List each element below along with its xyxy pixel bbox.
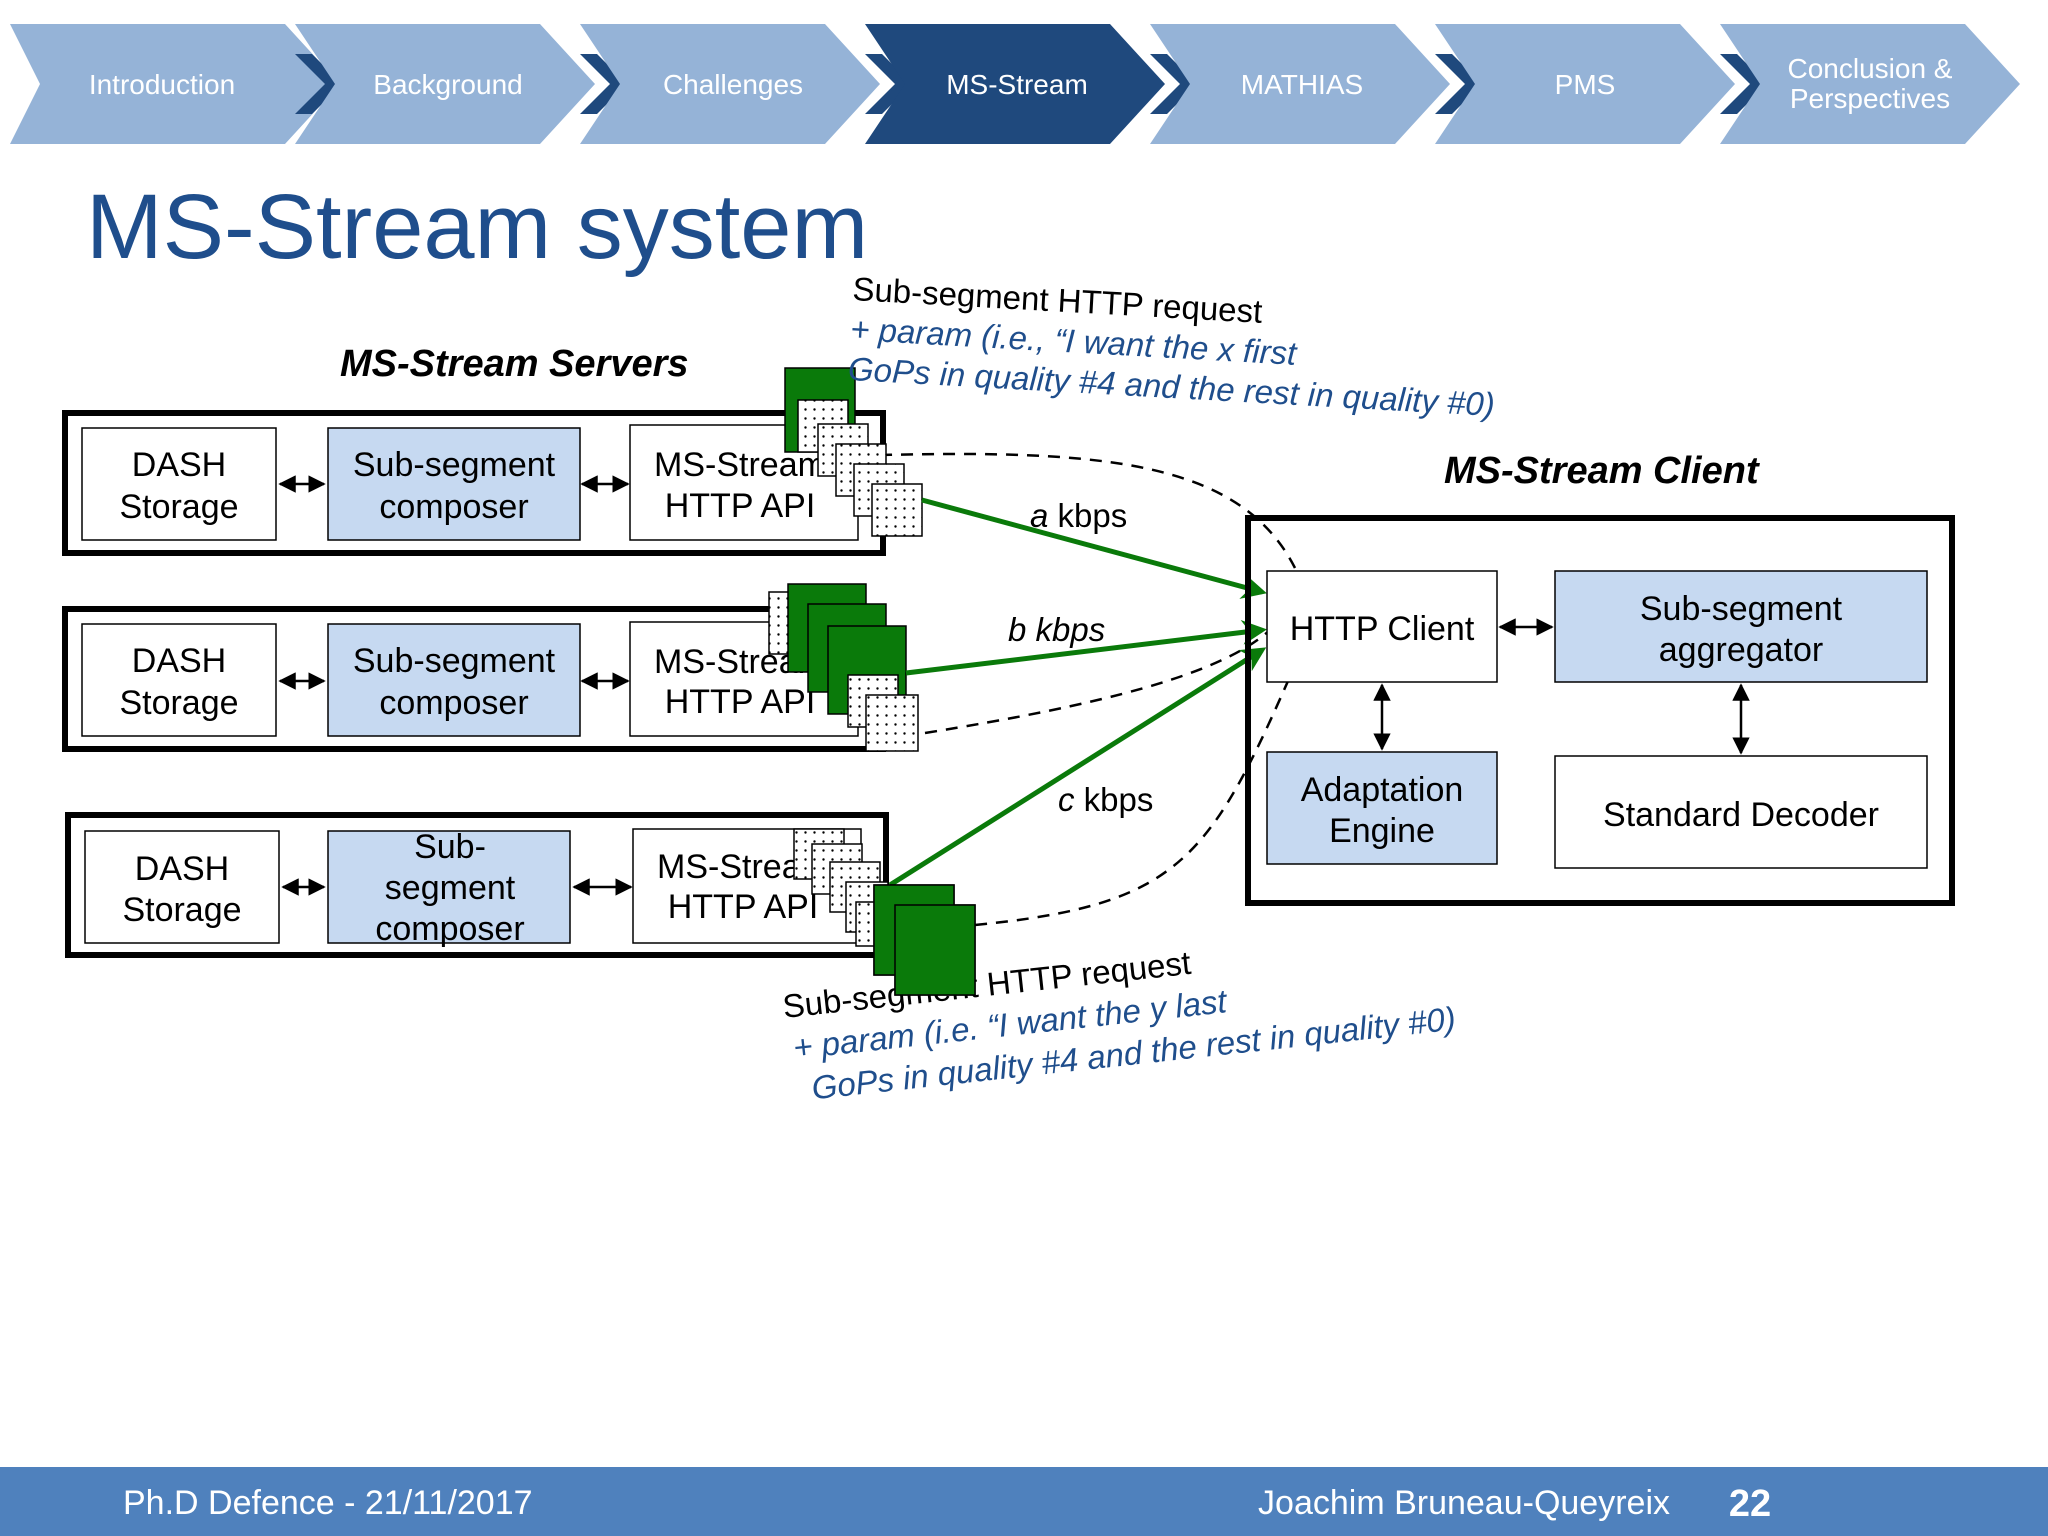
page-title: MS-Stream system [86,176,868,278]
adaptation-engine-label: Engine [1329,812,1435,850]
request-path-top [879,452,1297,569]
page-number: 22 [1729,1483,1771,1525]
nav-item-ms-stream[interactable]: MS-Stream [865,24,1165,144]
composer-box [327,623,581,737]
aggregator-label: aggregator [1659,631,1823,669]
http-client-box [1266,570,1498,683]
link-arrow-b [905,619,1267,676]
segment-green [894,904,976,996]
nav-item-background[interactable]: Background [295,24,595,144]
nav-chevron-icon [1435,54,1482,114]
dash-storage-box [81,427,277,541]
http-api-label: HTTP API [665,487,816,525]
http-api-label: HTTP API [668,888,819,926]
nav-label: Background [373,69,522,100]
nav-label: MATHIAS [1241,69,1363,100]
client: HTTP Client Sub-segment aggregator Adapt… [1245,515,1955,906]
server-2: DASH Storage Sub-segment composer MS-Str… [62,606,886,752]
http-api-label: HTTP API [665,683,816,721]
nav-label-line2: Perspectives [1790,83,1950,114]
nav-item-introduction[interactable]: Introduction [10,24,340,144]
dash-storage-label: Storage [119,684,238,722]
link-rate-a: a kbps [1030,497,1127,534]
nav-item-conclusion[interactable]: Conclusion & Perspectives [1720,24,2020,144]
adaptation-engine-label: Adaptation [1301,771,1464,809]
annotation-top: Sub-segment HTTP request + param (i.e., … [847,270,1496,423]
composer-label: Sub-segment [353,642,556,680]
section-nav-bar: Introduction Background Challenges MS-St… [10,24,2020,144]
request-path-bottom [974,664,1297,927]
nav-chevron-icon [865,54,912,114]
nav-label: Challenges [663,69,803,100]
adaptation-engine-box [1266,751,1498,865]
dash-storage-box [81,623,277,737]
nav-chevron-icon [295,54,342,114]
throughput-links: a kbps b kbps c kbps [888,497,1267,888]
nav-item-challenges[interactable]: Challenges [580,24,880,144]
composer-label: segment [385,869,516,907]
aggregator-box [1554,570,1928,683]
nav-chevron-icon [1720,54,1767,114]
segment-stack-2 [768,583,919,752]
composer-label: composer [379,488,528,526]
nav-chevron-icon [580,54,627,114]
dash-storage-label: DASH [132,446,226,484]
footer-bar [0,1467,2048,1536]
footer: Ph.D Defence - 21/11/2017 Joachim Brunea… [0,1467,2048,1536]
segment-dotted [871,483,923,537]
dash-storage-label: Storage [122,891,241,929]
nav-item-mathias[interactable]: MATHIAS [1150,24,1450,144]
request-paths [879,452,1297,927]
footer-author: Joachim Bruneau-Queyreix [1258,1484,1670,1522]
nav-label: Introduction [89,69,235,100]
servers-title: MS-Stream Servers [340,343,689,385]
client-title: MS-Stream Client [1444,450,1760,492]
server-3: DASH Storage Sub- segment composer MS-St… [65,812,889,958]
server-1: DASH Storage Sub-segment composer MS-Str… [62,410,886,556]
composer-label: Sub- [414,828,486,866]
http-client-label: HTTP Client [1290,610,1475,648]
dash-storage-label: DASH [132,642,226,680]
segment-stack-1 [784,367,923,537]
link-arrow-a [921,497,1267,599]
decoder-box [1554,755,1928,869]
dash-storage-box [84,830,280,944]
segment-stack-3 [793,828,889,947]
composer-label: Sub-segment [353,446,556,484]
composer-label: composer [375,910,524,948]
dash-storage-label: Storage [119,488,238,526]
aggregator-label: Sub-segment [1640,590,1843,628]
link-rate-c: c kbps [1058,781,1153,818]
dash-storage-label: DASH [135,850,229,888]
link-arrow-c [888,647,1267,888]
segment-green-overlay [873,884,976,996]
composer-box [327,830,571,944]
nav-chevron-icon [1150,54,1197,114]
footer-event: Ph.D Defence - 21/11/2017 [123,1484,533,1522]
nav-item-pms[interactable]: PMS [1435,24,1735,144]
nav-label: PMS [1555,69,1616,100]
decoder-label: Standard Decoder [1603,796,1879,834]
nav-label: MS-Stream [946,69,1088,100]
nav-label: Conclusion & [1788,53,1953,84]
composer-box [327,427,581,541]
link-rate-b: b kbps [1008,611,1105,648]
client-frame [1245,515,1955,906]
segment-dotted [865,694,919,752]
composer-label: composer [379,684,528,722]
request-path-middle [924,629,1271,735]
